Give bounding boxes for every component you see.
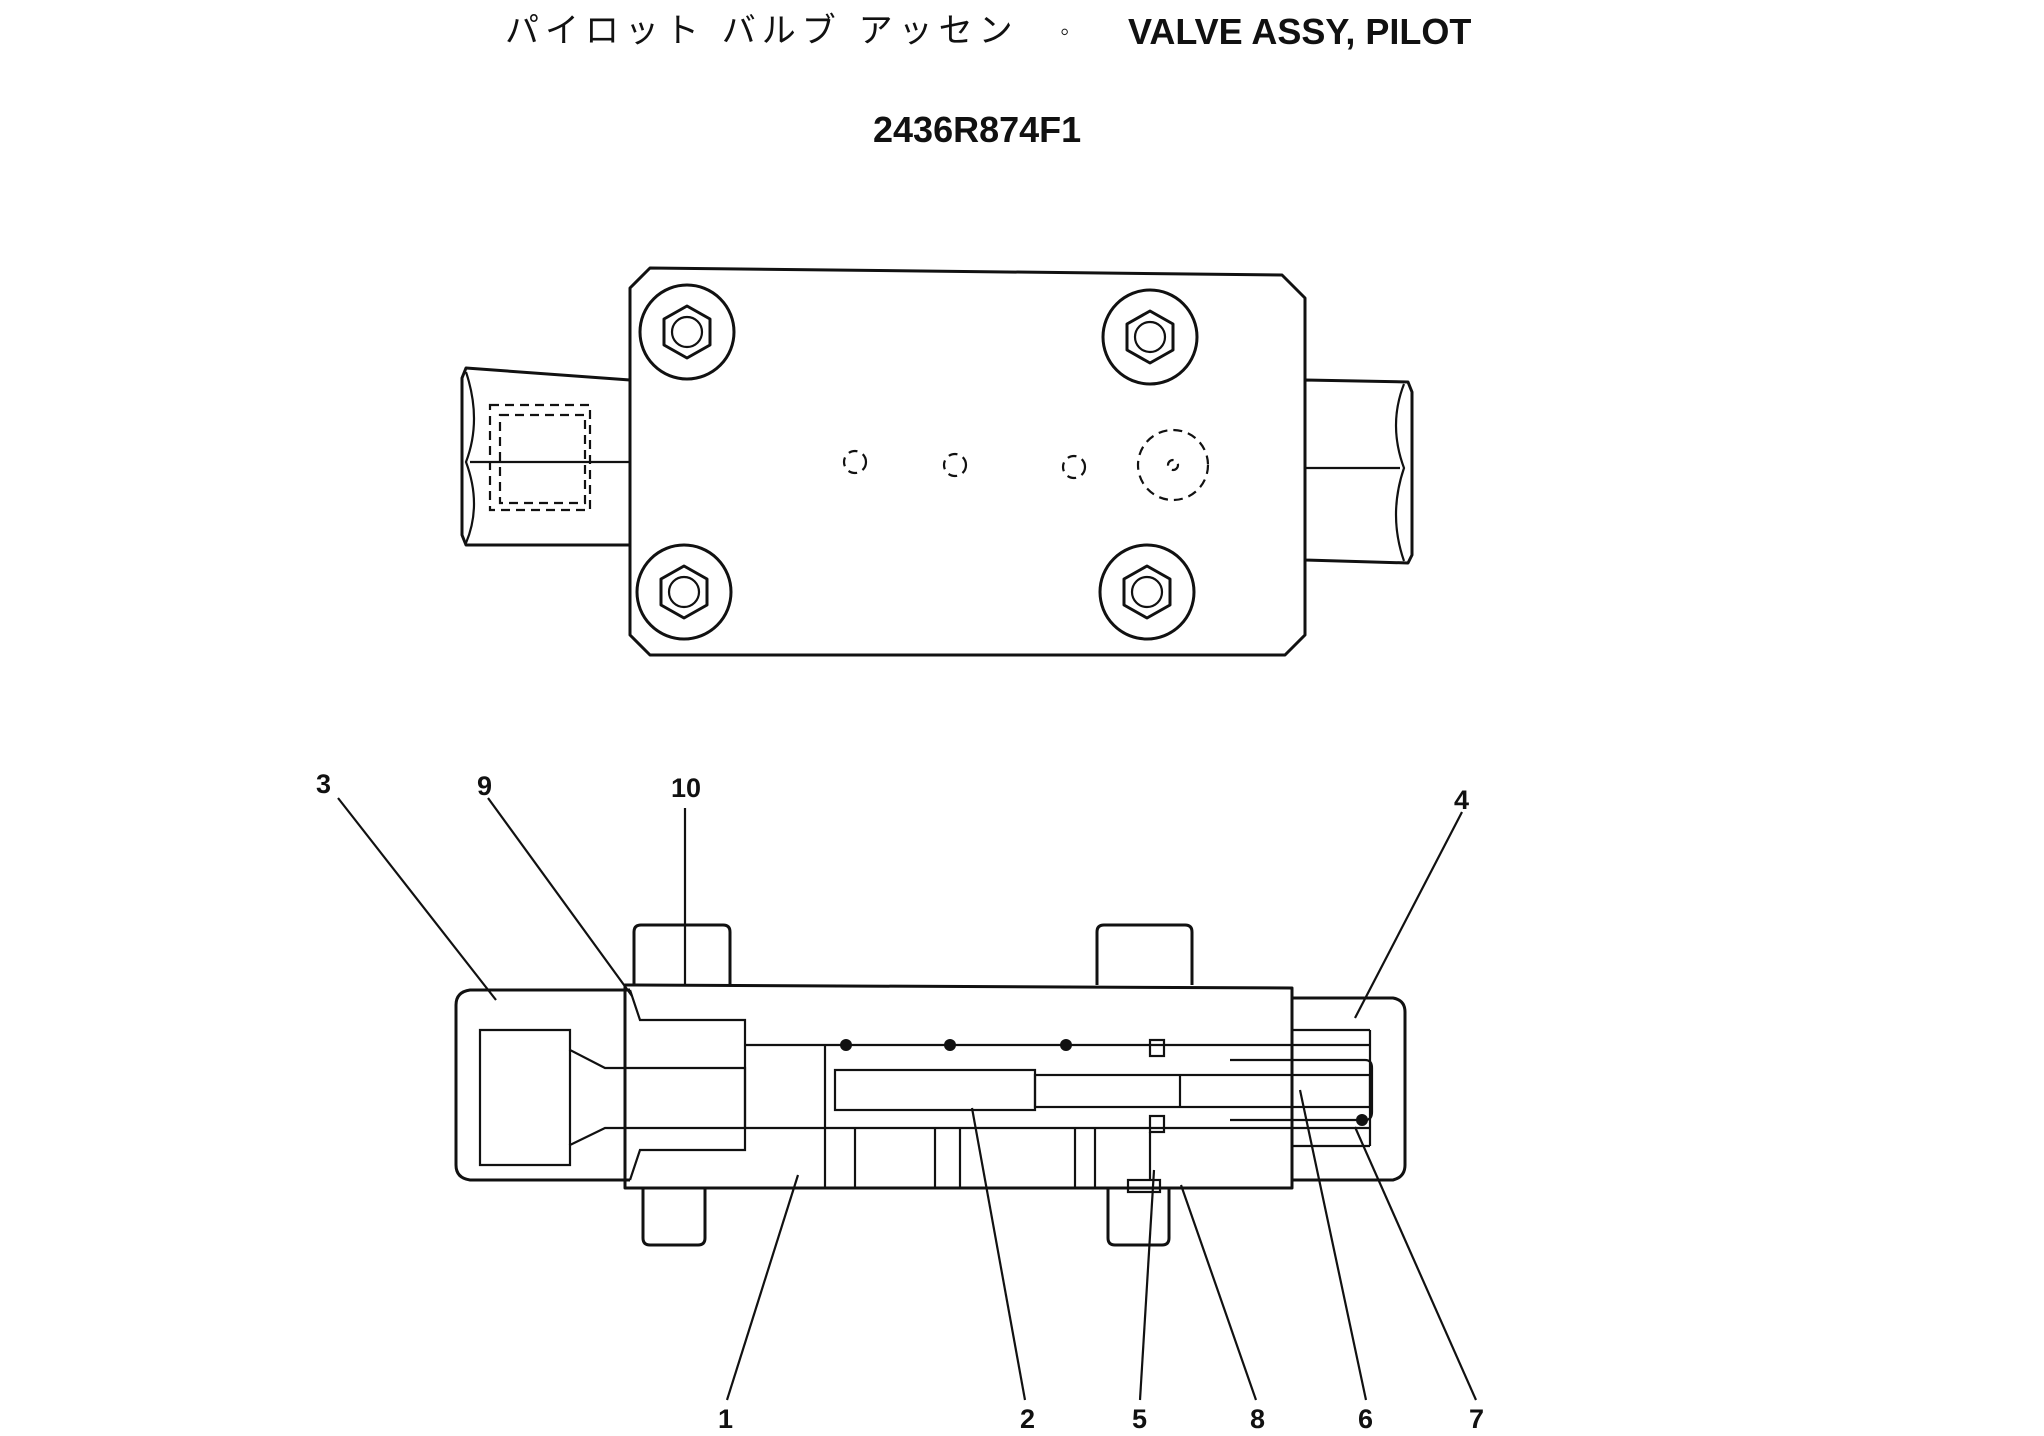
o-rings	[840, 1038, 1368, 1134]
bolt-head-section-left	[632, 923, 732, 985]
title-japanese: パイロット バルブ アッセン	[505, 11, 1019, 51]
callout-7: 7	[1469, 1404, 1484, 1434]
callout-2: 2	[1020, 1404, 1035, 1434]
callout-4: 4	[1454, 785, 1469, 815]
internal-bore	[745, 1043, 1370, 1188]
title-separator: ◦	[1060, 16, 1069, 46]
hidden-ports	[842, 428, 1210, 502]
callout-6: 6	[1358, 1404, 1373, 1434]
callout-5: 5	[1132, 1404, 1147, 1434]
right-end-fitting-section	[1292, 996, 1407, 1182]
bolt-head-bottom-right	[1098, 543, 1196, 641]
section-view: 3 9 10 4 1 2 5 8 6 7	[316, 769, 1484, 1434]
callout-9: 9	[477, 771, 492, 801]
callout-3: 3	[316, 769, 331, 799]
bolt-head-bottom-left	[635, 543, 733, 641]
left-fitting-top	[460, 366, 632, 547]
bolt-shank-section-left	[641, 1188, 707, 1247]
title-english: VALVE ASSY, PILOT	[1128, 11, 1471, 52]
bolt-head-top-right	[1101, 288, 1199, 386]
bottom-plug	[1126, 1132, 1162, 1194]
callout-8: 8	[1250, 1404, 1265, 1434]
bolt-shank-section-right	[1106, 1188, 1171, 1247]
leader-lines	[337, 797, 1478, 1401]
right-fitting-top	[1303, 378, 1414, 565]
callout-10: 10	[671, 773, 701, 803]
bolt-head-section-right	[1095, 923, 1194, 985]
bolt-head-top-left	[638, 283, 736, 381]
callout-1: 1	[718, 1404, 733, 1434]
part-number: 2436R874F1	[873, 109, 1081, 150]
top-view	[460, 266, 1414, 657]
valve-body-section	[623, 983, 1294, 1190]
left-end-fitting-section	[454, 988, 747, 1182]
